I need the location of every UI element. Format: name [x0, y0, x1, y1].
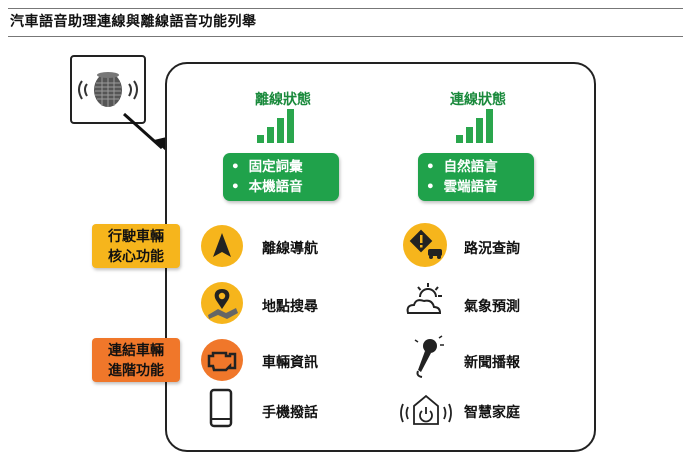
signal-bars-icon	[456, 109, 493, 143]
feature-news-broadcast: 新聞播報	[464, 355, 520, 371]
microphone-icon	[414, 335, 444, 378]
feature-poi-search: 地點搜尋	[262, 299, 318, 315]
feature-weather-forecast: 氣象預測	[464, 299, 520, 315]
signal-bars-icon	[257, 109, 294, 143]
online-state-title: 連線狀態	[450, 92, 506, 108]
title-rule	[8, 36, 683, 37]
feature-vehicle-info: 車輛資訊	[262, 355, 318, 371]
feature-phone-call: 手機撥話	[262, 405, 318, 421]
smart-speaker-icon	[78, 72, 138, 107]
tag-line: 行駛車輛	[108, 229, 164, 245]
feature-offline-navigation: 離線導航	[262, 241, 318, 257]
tag-line: 連結車輛	[108, 343, 164, 359]
offline-item: 固定詞彙	[231, 157, 331, 177]
speaker-box	[70, 55, 146, 124]
feature-smart-home: 智慧家庭	[464, 405, 520, 421]
offline-item: 本機語音	[231, 177, 331, 197]
smart-home-icon	[400, 394, 452, 425]
offline-state-title: 離線狀態	[255, 92, 311, 108]
online-item: 自然語言	[426, 157, 526, 177]
weather-icon	[406, 283, 442, 314]
navigation-arrow-icon	[201, 225, 243, 267]
core-functions-tag: 行駛車輛 核心功能	[92, 224, 180, 268]
tag-line: 核心功能	[108, 249, 164, 265]
offline-capabilities: 固定詞彙 本機語音	[223, 153, 339, 201]
advanced-functions-tag: 連結車輛 進階功能	[92, 338, 180, 382]
top-rule	[8, 8, 683, 9]
tag-line: 進階功能	[108, 363, 164, 379]
feature-traffic-query: 路況查詢	[464, 241, 520, 257]
engine-icon	[201, 339, 243, 381]
map-pin-icon	[201, 282, 243, 324]
page-title: 汽車語音助理連線與離線語音功能列舉	[10, 14, 257, 30]
online-item: 雲端語音	[426, 177, 526, 197]
smartphone-icon	[209, 388, 233, 428]
traffic-warning-icon	[403, 223, 447, 267]
online-capabilities: 自然語言 雲端語音	[418, 153, 534, 201]
